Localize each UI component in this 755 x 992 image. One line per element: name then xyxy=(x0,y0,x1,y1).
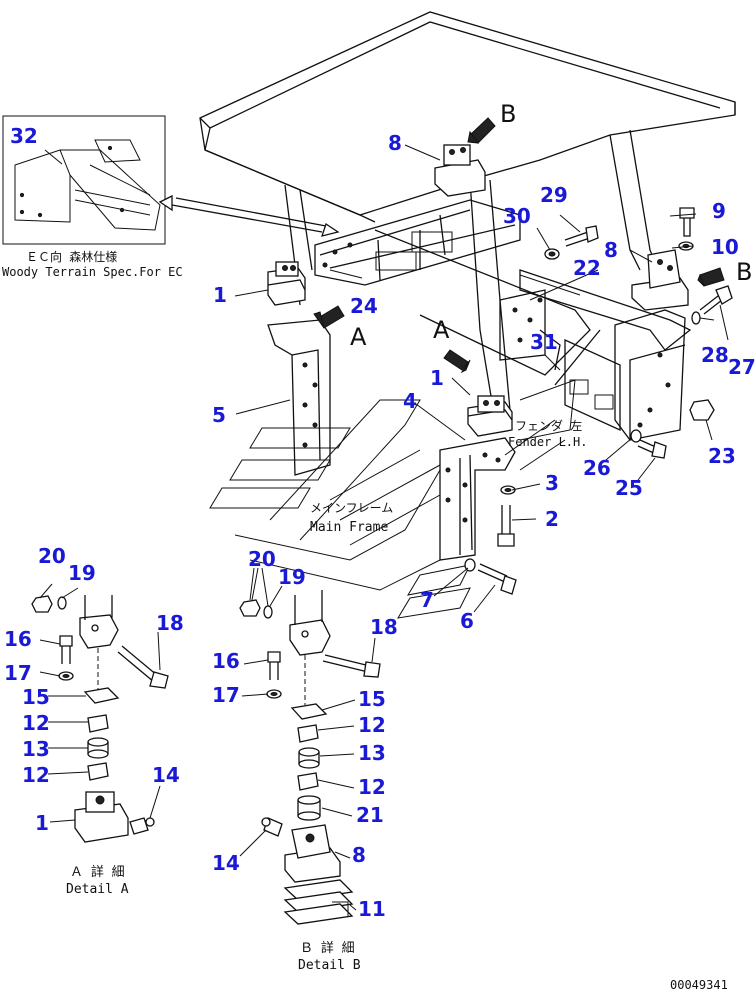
callout-a-19: 19 xyxy=(68,561,96,585)
callout-3: 3 xyxy=(545,471,559,495)
callout-a-12-upper: 12 xyxy=(22,711,50,735)
callout-a-1: 1 xyxy=(35,811,49,835)
detail-a-group xyxy=(31,583,169,843)
callout-31: 31 xyxy=(530,330,558,354)
callout-a-15: 15 xyxy=(22,685,50,709)
inset-box xyxy=(2,115,166,245)
callout-9: 9 xyxy=(712,199,726,223)
callout-b-20: 20 xyxy=(248,547,276,571)
inset-caption-jp: ＥＣ向 森林仕様 xyxy=(26,249,117,264)
bracket-5 xyxy=(267,319,331,476)
callout-b-21: 21 xyxy=(356,803,384,827)
callout-a-17: 17 xyxy=(4,661,32,685)
callout-27: 27 xyxy=(728,355,755,379)
frame-rails xyxy=(314,199,692,441)
main-frame-label-en: Main Frame xyxy=(310,520,388,535)
callout-b-19: 19 xyxy=(278,565,306,589)
callout-5: 5 xyxy=(212,403,226,427)
leader-lines xyxy=(234,144,729,613)
callout-30: 30 xyxy=(503,204,531,228)
inset-arrow xyxy=(158,194,340,237)
callout-7: 7 xyxy=(420,588,434,612)
view-arrows xyxy=(313,117,725,374)
canopy-frame xyxy=(199,11,736,421)
callout-29: 29 xyxy=(540,183,568,207)
callout-32: 32 xyxy=(10,124,38,148)
callout-a-18: 18 xyxy=(156,611,184,635)
callout-a-16: 16 xyxy=(4,627,32,651)
callout-b-11: 11 xyxy=(358,897,386,921)
callout-1-left: 1 xyxy=(213,283,227,307)
callout-24: 24 xyxy=(350,294,378,318)
fender-label-en: Fender L.H. xyxy=(508,435,587,449)
callout-25: 25 xyxy=(615,476,643,500)
callout-1-center: 1 xyxy=(430,366,444,390)
view-letter-a-center: A xyxy=(433,316,450,344)
callout-a-13: 13 xyxy=(22,737,50,761)
callout-23: 23 xyxy=(708,444,736,468)
callout-2: 2 xyxy=(545,507,559,531)
detail-b-group xyxy=(239,567,381,925)
callout-b-12-upper: 12 xyxy=(358,713,386,737)
inset-caption-en: Woody Terrain Spec.For EC xyxy=(2,265,183,279)
main-frame-label-jp: メインフレーム xyxy=(310,501,393,515)
mount-8-top xyxy=(434,144,486,197)
view-letter-b-top: B xyxy=(500,100,516,128)
callout-b-15: 15 xyxy=(358,687,386,711)
callout-26: 26 xyxy=(583,456,611,480)
drawing-number: 00049341 xyxy=(670,978,728,992)
callout-10: 10 xyxy=(711,235,739,259)
callout-28: 28 xyxy=(701,343,729,367)
detail-a-title-jp: Ａ 詳 細 xyxy=(70,864,125,880)
main-frame-ghost xyxy=(209,399,566,619)
callout-b-18: 18 xyxy=(370,615,398,639)
mount-8-right xyxy=(631,249,689,311)
callout-22: 22 xyxy=(573,256,601,280)
callout-a-14: 14 xyxy=(152,763,180,787)
detail-b-title-jp: Ｂ 詳 細 xyxy=(300,940,355,956)
callout-8-right: 8 xyxy=(604,238,618,262)
mount-1-left xyxy=(267,261,306,306)
callout-b-17: 17 xyxy=(212,683,240,707)
mount-1-center xyxy=(467,395,513,437)
callout-b-16: 16 xyxy=(212,649,240,673)
callout-a-20: 20 xyxy=(38,544,66,568)
bracket-4 xyxy=(439,437,516,561)
detail-a-title-en: Detail A xyxy=(66,882,129,897)
callout-b-13: 13 xyxy=(358,741,386,765)
view-letter-b-right: B xyxy=(736,258,752,286)
detail-b-title-en: Detail B xyxy=(298,958,361,973)
callout-b-12-lower: 12 xyxy=(358,775,386,799)
view-letter-a-left: A xyxy=(350,323,367,351)
callout-8-top: 8 xyxy=(388,131,402,155)
callout-4: 4 xyxy=(403,389,417,413)
callout-b-14: 14 xyxy=(212,851,240,875)
callout-a-12-lower: 12 xyxy=(22,763,50,787)
callout-6: 6 xyxy=(460,609,474,633)
fender-label-jp: フェンダ 左 xyxy=(515,418,582,433)
callout-b-8: 8 xyxy=(352,843,366,867)
